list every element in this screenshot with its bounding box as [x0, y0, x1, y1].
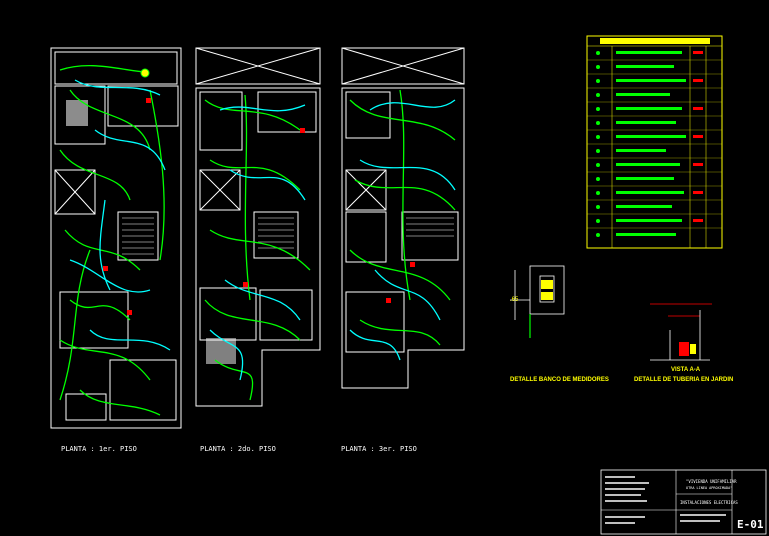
floor-plan-1: PLANTA : 1er. PISO — [50, 47, 182, 453]
floor1-label: PLANTA : 1er. PISO — [61, 445, 137, 453]
legend-table — [586, 35, 723, 249]
project-subtitle: OTRA LINEA APROXIMADA" — [686, 486, 732, 490]
legend-header-bar — [600, 38, 710, 44]
pipe-section — [679, 342, 689, 356]
floor2-label: PLANTA : 2do. PISO — [200, 445, 276, 453]
title-block: "VIVIENDA UNIFAMILIAR OTRA LINEA APROXIM… — [600, 469, 767, 535]
project-title: "VIVIENDA UNIFAMILIAR — [686, 479, 737, 484]
sheet-number: E-01 — [737, 518, 764, 531]
section-title: VISTA A-A — [671, 367, 701, 373]
meter-dimension: .65 — [510, 297, 519, 303]
floor3-label: PLANTA : 3er. PISO — [341, 445, 417, 453]
floor-plan-2: PLANTA : 2do. PISO — [195, 47, 321, 453]
meter-box — [541, 280, 553, 289]
garden-pipe-title: DETALLE DE TUBERIA EN JARDIN — [634, 377, 733, 383]
bathroom-hatch — [66, 100, 88, 126]
meter-bank-title: DETALLE BANCO DE MEDIDORES — [510, 377, 609, 383]
meter-box-2 — [541, 292, 553, 300]
detail-garden-pipe: VISTA A-A DETALLE DE TUBERIA EN JARDIN — [634, 303, 733, 383]
detail-meter-bank: .65 DETALLE BANCO DE MEDIDORES — [510, 265, 609, 383]
plan-name: INSTALACIONES ELECTRICAS — [680, 500, 738, 505]
pipe-marker — [690, 344, 696, 354]
floor-plan-3: PLANTA : 3er. PISO — [341, 47, 465, 453]
floor2-hatch — [206, 338, 236, 364]
